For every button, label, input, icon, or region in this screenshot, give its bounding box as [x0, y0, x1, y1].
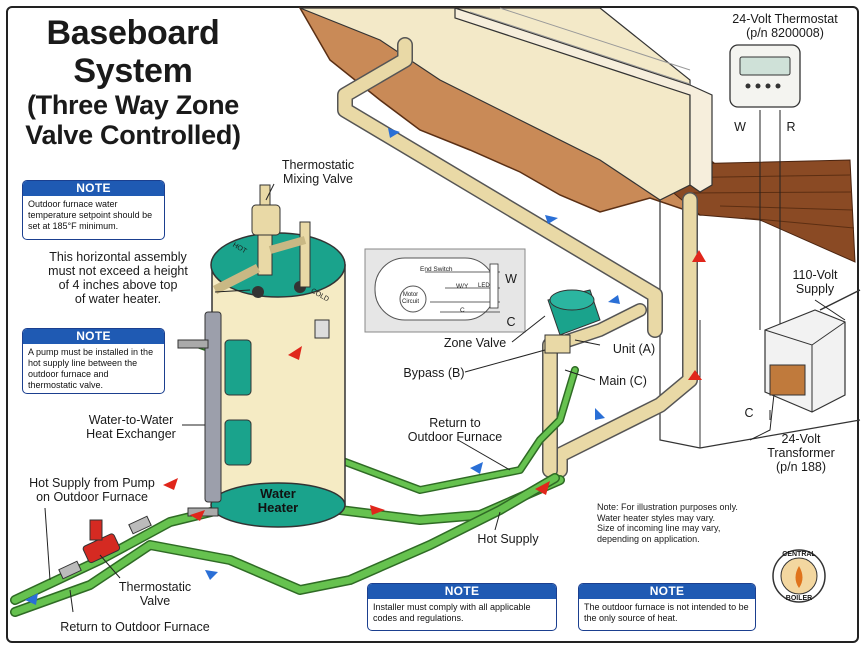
thermostatic-valve-line1: Thermostatic	[118, 580, 192, 594]
inset-motor-line2: Circuit	[402, 299, 420, 305]
inset-motor-circuit: Motor Circuit	[402, 292, 419, 306]
inset-led: LED	[478, 283, 490, 289]
inset-end-switch: End Switch	[420, 266, 453, 273]
baseboard-heater	[454, 7, 713, 193]
note-body: A pump must be installed in the hot supp…	[28, 347, 154, 390]
thermostat-label: 24-Volt Thermostat (p/n 8200008)	[715, 12, 855, 40]
water-heater	[210, 232, 346, 528]
bypass-b-label: Bypass (B)	[403, 366, 465, 380]
title-line-2: System	[73, 52, 193, 90]
thermostatic-valve-label: Thermostatic Valve	[110, 580, 200, 608]
flow-arrows-blue	[25, 128, 620, 605]
inset-c: C	[460, 307, 465, 314]
zone-valve-label: Zone Valve	[443, 336, 507, 350]
inset-w-label: W	[505, 272, 517, 286]
diagram-title: Baseboard System (Three Way Zone Valve C…	[18, 14, 248, 150]
return-outdoor-line1: Return to	[429, 416, 481, 430]
inset-c-label: C	[506, 315, 516, 329]
thermostat-part-number: (p/n 8200008)	[746, 26, 824, 40]
horizontal-note-line1: This horizontal assembly	[49, 250, 187, 264]
water-heater-label: Water Heater	[248, 487, 308, 515]
unit-a-label: Unit (A)	[612, 342, 656, 356]
illustration-note-line2: Water heater styles may vary.	[597, 512, 716, 523]
mixing-valve-label-line1: Thermostatic	[281, 158, 355, 172]
note-setpoint: NOTE Outdoor furnace water temperature s…	[22, 180, 165, 240]
heat-exchanger-line2: Heat Exchanger	[86, 427, 176, 441]
note-body: Installer must comply with all applicabl…	[373, 602, 531, 623]
mixing-valve-label: Thermostatic Mixing Valve	[268, 158, 368, 186]
water-heater-line1: Water	[260, 486, 296, 501]
inset-motor-line1: Motor	[402, 292, 419, 298]
water-heater-line2: Heater	[257, 500, 299, 515]
note-codes: NOTE Installer must comply with all appl…	[367, 583, 557, 631]
supply-110-line2: Supply	[795, 282, 835, 296]
leader-lines	[44, 183, 846, 613]
mixing-valve	[212, 184, 311, 295]
hot-supply-pump-line2: on Outdoor Furnace	[36, 490, 148, 504]
heat-exchanger	[177, 311, 222, 517]
flow-arrows-red	[163, 250, 706, 521]
note-body: Outdoor furnace water temperature setpoi…	[28, 199, 153, 231]
central-boiler-logo	[772, 549, 826, 603]
illustration-note-line4: depending on application.	[597, 533, 700, 544]
supply-110-line1: 110-Volt	[792, 268, 838, 282]
note-header: NOTE	[579, 584, 755, 599]
main-c-label: Main (C)	[599, 374, 647, 388]
heat-exchanger-label: Water-to-Water Heat Exchanger	[80, 413, 182, 441]
note-header: NOTE	[23, 329, 164, 344]
transformer-label: 24-Volt Transformer (p/n 188)	[756, 432, 846, 474]
illustration-note-line1: Note: For illustration purposes only.	[597, 502, 738, 512]
zone-valve	[544, 289, 601, 354]
return-outdoor-bottom-label: Return to Outdoor Furnace	[60, 620, 210, 634]
hot-supply-label: Hot Supply	[477, 532, 539, 546]
title-line-3: (Three Way Zone	[26, 90, 240, 120]
thermostat-name: 24-Volt Thermostat	[732, 12, 838, 26]
note-heat-source: NOTE The outdoor furnace is not intended…	[578, 583, 756, 631]
title-line-1: Baseboard	[46, 14, 220, 52]
illustration-note: Note: For illustration purposes only. Wa…	[597, 502, 747, 544]
hot-supply-pump-line1: Hot Supply from Pump	[29, 476, 155, 490]
mixing-valve-label-line2: Mixing Valve	[283, 172, 353, 186]
horizontal-note-line3: of 4 inches above top	[58, 278, 178, 292]
transformer-box	[764, 289, 861, 413]
thermostat-device	[729, 44, 801, 108]
transformer-line3: (p/n 188)	[775, 460, 827, 474]
note-body: The outdoor furnace is not intended to b…	[584, 602, 749, 623]
wiring-inset-box	[364, 248, 526, 333]
wire-c-label: C	[744, 406, 754, 420]
baseboard-loop-pipes	[337, 37, 698, 478]
inset-wy: W/Y	[456, 283, 469, 290]
thermostatic-valve	[58, 515, 152, 580]
logo-text-top: CENTRAL	[782, 551, 816, 558]
horizontal-note-line2: must not exceed a height	[48, 264, 188, 278]
hot-supply-pump-label: Hot Supply from Pump on Outdoor Furnace	[22, 476, 162, 504]
horizontal-note-line4: of water heater.	[74, 292, 162, 306]
transformer-line1: 24-Volt	[781, 432, 821, 446]
return-outdoor-label: Return to Outdoor Furnace	[400, 416, 510, 444]
transformer-line2: Transformer	[767, 446, 835, 460]
wire-r-label: R	[786, 120, 796, 134]
note-pump: NOTE A pump must be installed in the hot…	[22, 328, 165, 394]
note-header: NOTE	[368, 584, 556, 599]
thermostatic-valve-line2: Valve	[139, 594, 171, 608]
illustration-note-line3: Size of incoming line may vary,	[597, 523, 721, 533]
logo-text-bottom: BOILER	[785, 595, 813, 602]
heat-exchanger-line1: Water-to-Water	[88, 413, 174, 427]
return-outdoor-line2: Outdoor Furnace	[407, 430, 503, 444]
title-line-4: Valve Controlled)	[25, 120, 241, 150]
wire-w-label: W	[734, 120, 746, 134]
horizontal-assembly-label: This horizontal assembly must not exceed…	[28, 250, 208, 306]
supply-110-label: 110-Volt Supply	[780, 268, 850, 296]
note-header: NOTE	[23, 181, 164, 196]
